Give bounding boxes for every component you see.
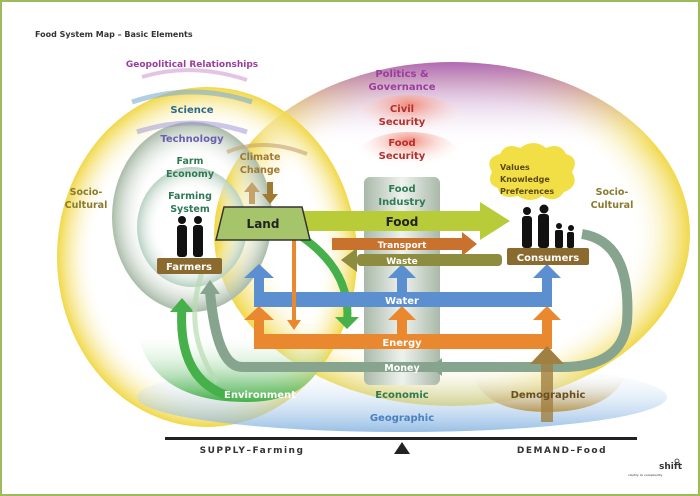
consumers-people-icon — [522, 204, 574, 248]
farmers-label: Farmers — [166, 262, 212, 273]
technology-label: Technology — [160, 134, 224, 145]
values-cloud — [489, 143, 575, 200]
food-arrow — [302, 211, 482, 231]
environment-arrow — [177, 306, 234, 402]
land-energy-line — [292, 240, 296, 322]
transport-arrow — [332, 238, 462, 250]
geographic-label: Geographic — [370, 413, 434, 424]
water-stem-right — [542, 276, 552, 307]
energy-label: Energy — [382, 338, 422, 349]
energy-arrowhead-right-icon — [533, 306, 561, 320]
food-security-glow — [359, 132, 459, 176]
climate-down-arrow-icon — [262, 182, 278, 204]
farmers-people-icon — [177, 216, 203, 257]
water-bar — [254, 292, 552, 307]
demographic-label: Demographic — [511, 390, 586, 401]
water-label: Water — [385, 296, 419, 307]
climate-arc — [226, 143, 308, 156]
geopolitical-arc — [141, 68, 248, 82]
money-return-arrow — [442, 229, 633, 372]
farming-system-ring — [137, 167, 247, 287]
socio-cultural-left-label: Socio-Cultural — [65, 187, 108, 211]
energy-arrowhead-center-icon — [388, 306, 416, 320]
environment-label: Environment — [224, 390, 296, 401]
civil-security-glow — [354, 95, 464, 145]
energy-bar — [254, 334, 552, 349]
land-flow-arrowhead-icon — [335, 317, 359, 329]
food-label: Food — [386, 215, 419, 229]
demographic-arrow — [541, 362, 553, 422]
water-stem-center — [397, 276, 407, 294]
water-arrowhead-left-icon — [244, 264, 274, 278]
balance-beam — [165, 437, 637, 440]
food-arrowhead-icon — [480, 202, 510, 240]
energy-stem-right — [542, 318, 552, 349]
socio-cultural-right-label: Socio-Cultural — [591, 187, 634, 211]
technology-arc — [136, 120, 248, 135]
land-energy-arrowhead-icon — [287, 320, 301, 330]
geopolitical-label: Geopolitical Relationships — [126, 60, 258, 70]
farmers-box — [157, 258, 222, 274]
land-box — [215, 206, 311, 241]
transport-arrowhead-icon — [462, 232, 477, 256]
money-arrow — [205, 291, 442, 372]
water-arrowhead-center-icon — [388, 264, 416, 278]
shift-logo: shift — [659, 462, 683, 472]
logo-mark-icon — [674, 458, 680, 464]
waste-label: Waste — [386, 257, 417, 267]
energy-arrowhead-left-icon — [244, 306, 274, 320]
science-arc — [131, 89, 253, 105]
supply-label: SUPPLY–Farming — [200, 446, 305, 456]
water-stem-left — [254, 276, 264, 307]
economic-label: Economic — [375, 390, 428, 401]
waste-arrowhead-icon — [341, 248, 357, 272]
demographic-arrowhead-icon — [530, 346, 564, 364]
transport-label: Transport — [378, 241, 427, 251]
science-label: Science — [170, 105, 213, 116]
demand-label: DEMAND–Food — [517, 446, 607, 456]
fulcrum-icon — [394, 442, 410, 454]
map-title: Food System Map – Basic Elements — [35, 30, 193, 39]
energy-stem-left — [254, 318, 264, 349]
waste-arrow — [357, 254, 502, 266]
land-flow-arrow — [299, 233, 352, 323]
climate-up-arrow-icon — [244, 182, 260, 204]
water-arrowhead-right-icon — [533, 264, 561, 278]
energy-stem-center — [397, 318, 407, 336]
environment-arrowhead-icon — [170, 298, 194, 312]
money-label: Money — [384, 363, 420, 374]
consumers-label: Consumers — [517, 253, 580, 264]
farming-system-loop — [192, 271, 220, 384]
land-label: Land — [247, 217, 280, 231]
logo-tagline: clarity in complexity — [628, 473, 663, 477]
politics-governance-label: Politics &Governance — [368, 69, 435, 93]
consumers-box — [507, 248, 589, 265]
money-arrowhead-icon — [200, 280, 220, 294]
